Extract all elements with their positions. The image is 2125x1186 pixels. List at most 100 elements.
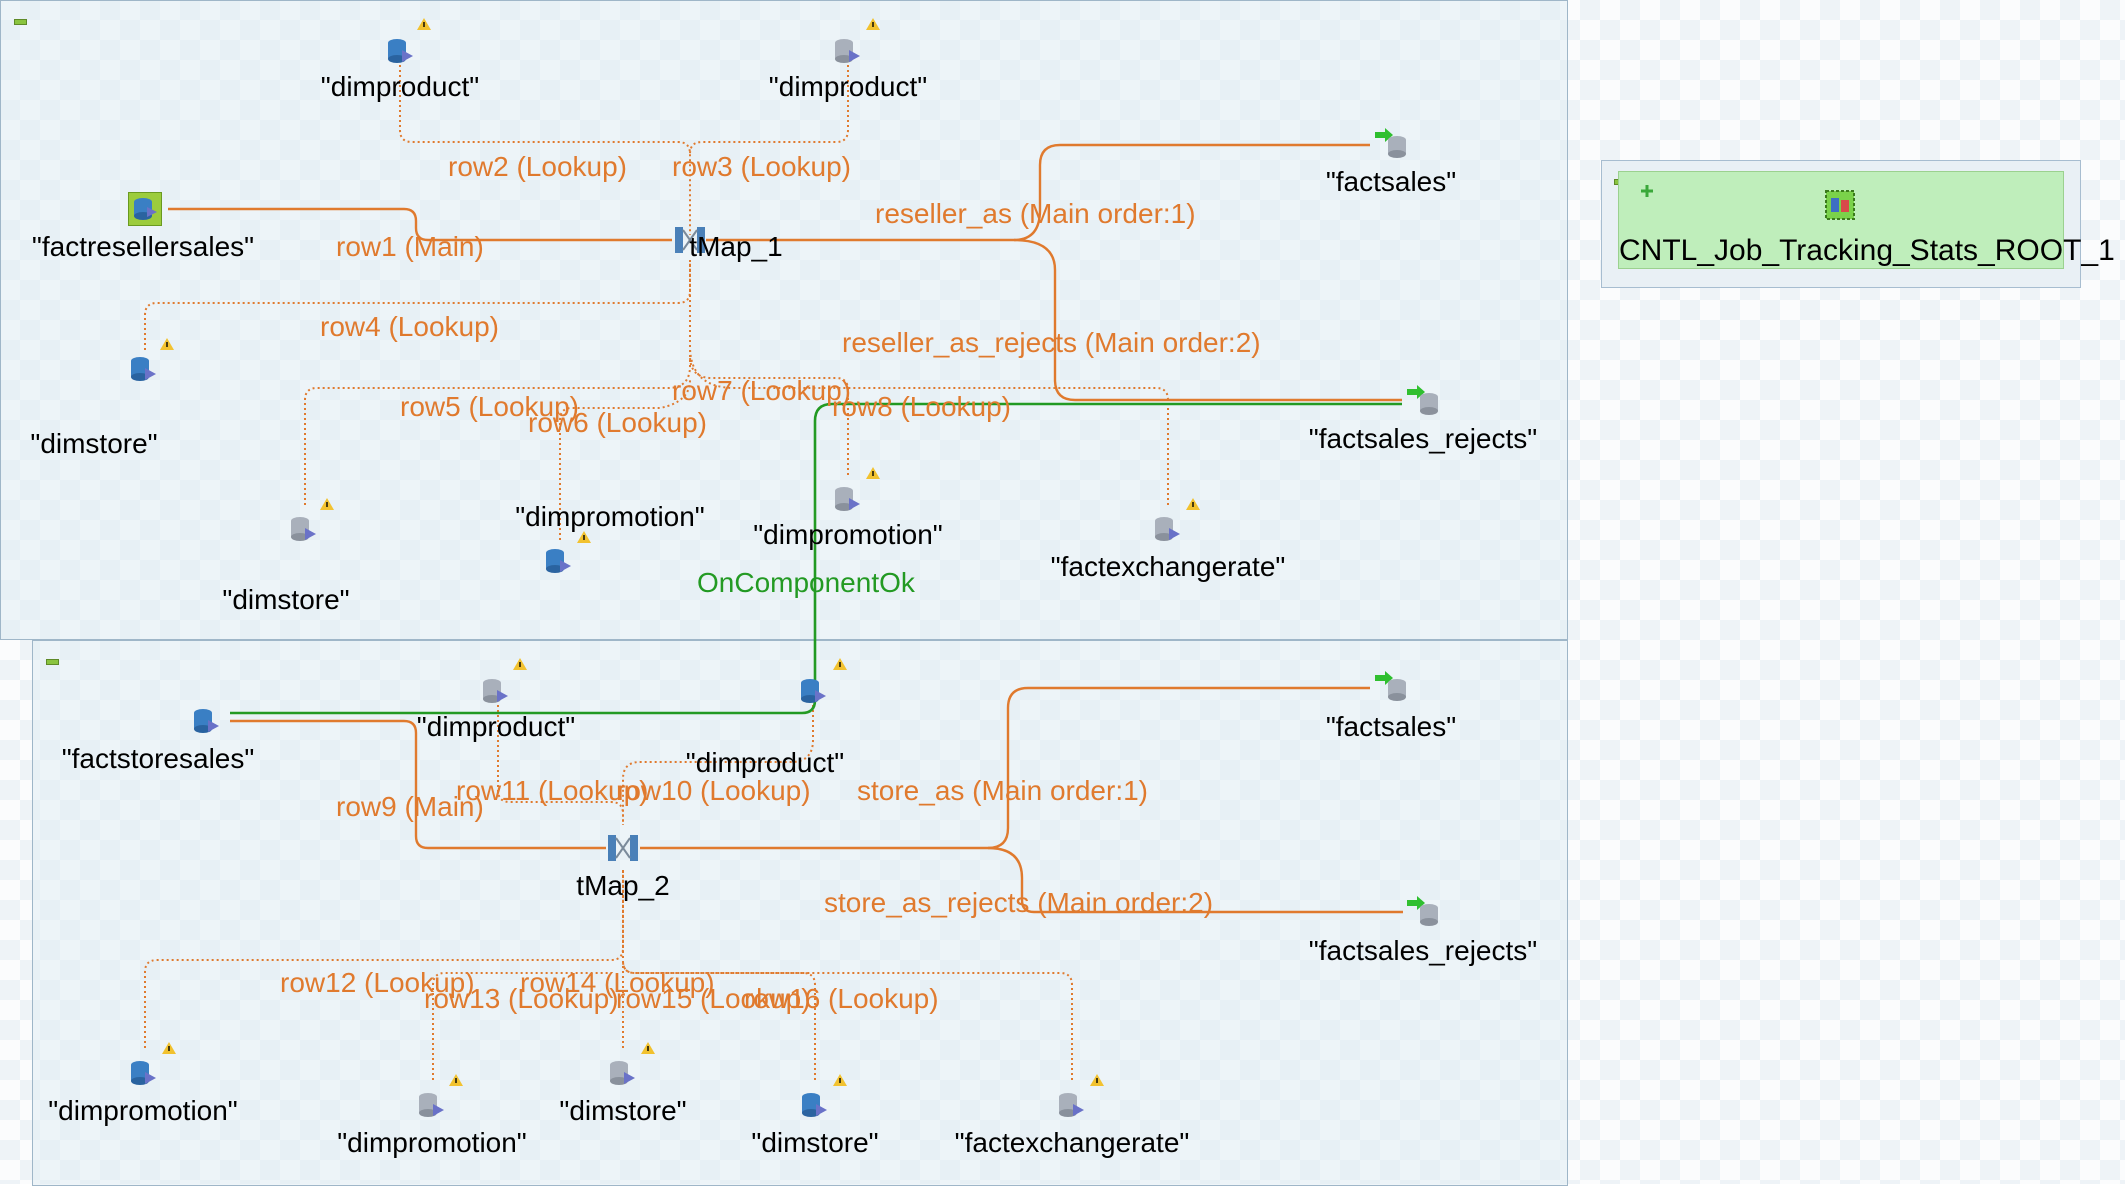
component-label-factexchangerate[interactable]: "factexchangerate" [1050, 551, 1286, 582]
warning-icon [577, 530, 591, 548]
database-input-icon[interactable] [1152, 514, 1184, 546]
link-label-row2[interactable]: row2 (Lookup) [448, 151, 627, 182]
database-output-icon[interactable] [1375, 671, 1409, 703]
database-input-icon[interactable] [128, 192, 162, 226]
component-label-factsales-rejects[interactable]: "factsales_rejects" [1308, 935, 1538, 966]
database-output-icon[interactable] [1375, 128, 1409, 160]
job-tracking-icon[interactable] [1825, 190, 1855, 220]
component-label-dimpromotion[interactable]: "dimpromotion" [337, 1127, 527, 1158]
link-label-store-as-rejects[interactable]: store_as_rejects (Main order:2) [824, 887, 1214, 918]
lookup-link-row12 [144, 870, 624, 1048]
database-input-icon[interactable] [1056, 1090, 1088, 1122]
link-label-row11[interactable]: row11 (Lookup) [456, 775, 649, 806]
component-label-dimproduct[interactable]: "dimproduct" [685, 747, 845, 778]
component-label-dimstore[interactable]: "dimstore" [30, 428, 158, 459]
link-label-row15[interactable]: row15 (Lookup) [616, 983, 811, 1014]
database-input-icon[interactable] [480, 676, 512, 708]
component-label-dimpromotion[interactable]: "dimpromotion" [753, 519, 943, 550]
warning-icon [866, 466, 880, 484]
component-label-dimstore[interactable]: "dimstore" [222, 584, 350, 615]
warning-icon [1186, 497, 1200, 515]
component-label-factsales-rejects[interactable]: "factsales_rejects" [1308, 423, 1538, 454]
component-label-dimstore[interactable]: "dimstore" [751, 1127, 879, 1158]
lookup-link-row16 [622, 960, 1073, 1080]
component-label-dimpromotion[interactable]: "dimpromotion" [48, 1095, 238, 1126]
warning-icon [833, 657, 847, 675]
component-label-dimpromotion[interactable]: "dimpromotion" [515, 501, 705, 532]
database-input-icon[interactable] [128, 1058, 160, 1090]
warning-icon [513, 657, 527, 675]
link-label-reseller-as[interactable]: reseller_as (Main order:1) [875, 198, 1196, 229]
tracking-component[interactable]: CNTL_Job_Tracking_Stats_ROOT_1 [1618, 171, 2115, 269]
database-input-icon[interactable] [832, 484, 864, 516]
database-input-icon[interactable] [832, 36, 864, 68]
tracking-component-label[interactable]: CNTL_Job_Tracking_Stats_ROOT_1 [1619, 234, 2115, 267]
tracking-subjob[interactable]: CNTL_Job_Tracking_Stats_ROOT_1 [1601, 160, 2115, 288]
database-input-icon[interactable] [543, 546, 575, 578]
database-input-icon[interactable] [385, 36, 417, 68]
link-label-row5[interactable]: row5 (Lookup) [400, 391, 579, 422]
link-label-reseller-as-rejects[interactable]: reseller_as_rejects (Main order:2) [842, 327, 1261, 358]
warning-icon [417, 17, 431, 35]
link-label-row8[interactable]: row8 (Lookup) [832, 391, 1011, 422]
subjob-collapse-toggle[interactable] [14, 19, 27, 25]
warning-icon [162, 1041, 176, 1059]
component-label-dimproduct[interactable]: "dimproduct" [320, 71, 480, 102]
lookup-link-row3 [689, 65, 849, 155]
lookup-link-row13 [432, 972, 611, 1080]
link-label-row7[interactable]: row7 (Lookup) [672, 375, 851, 406]
warning-icon [866, 17, 880, 35]
database-output-icon[interactable] [1407, 385, 1441, 417]
trigger-link-oncomponentok [230, 402, 1402, 715]
subjob-collapse-toggle[interactable] [46, 659, 59, 665]
link-label-row3[interactable]: row3 (Lookup) [672, 151, 851, 182]
tmap-icon[interactable] [674, 224, 706, 256]
warning-icon [320, 497, 334, 515]
link-label-row14[interactable]: row14 (Lookup) [520, 967, 715, 998]
component-label-dimproduct[interactable]: "dimproduct" [768, 71, 928, 102]
database-input-icon[interactable] [416, 1090, 448, 1122]
trigger-label-oncomponentok[interactable]: OnComponentOk [697, 567, 915, 598]
main-link-row1 [168, 207, 672, 242]
database-input-icon[interactable] [798, 676, 830, 708]
tmap-icon[interactable] [607, 832, 639, 864]
output-link-store-as [640, 686, 1370, 850]
database-input-icon[interactable] [799, 1090, 831, 1122]
lookup-link-row10 [622, 690, 814, 825]
component-label-dimstore[interactable]: "dimstore" [559, 1095, 687, 1126]
link-label-row13[interactable]: row13 (Lookup) [424, 983, 619, 1014]
lookup-link-row5 [304, 260, 691, 505]
output-link-reseller-as-rejects [1013, 238, 1402, 402]
output-link-reseller-as [706, 143, 1370, 242]
warning-icon [641, 1041, 655, 1059]
database-input-icon[interactable] [607, 1058, 639, 1090]
warning-icon [1090, 1073, 1104, 1091]
database-input-icon[interactable] [288, 514, 320, 546]
component-label-tmap[interactable]: tMap_2 [576, 870, 670, 901]
link-label-row12[interactable]: row12 (Lookup) [280, 967, 475, 998]
component-label-factresellersales[interactable]: "factresellersales" [31, 231, 255, 262]
link-label-row6[interactable]: row6 (Lookup) [528, 407, 707, 438]
component-label-dimproduct[interactable]: "dimproduct" [416, 711, 576, 742]
database-output-icon[interactable] [1407, 896, 1441, 928]
plus-icon[interactable] [1641, 184, 1653, 197]
link-label-row10[interactable]: row10 (Lookup) [616, 775, 811, 806]
subjob-reseller-sales[interactable] [0, 0, 1568, 640]
link-label-store-as[interactable]: store_as (Main order:1) [857, 775, 1149, 806]
component-label-factsales[interactable]: "factsales" [1325, 711, 1457, 742]
link-label-row16[interactable]: row16 (Lookup) [744, 983, 939, 1014]
link-label-row9[interactable]: row9 (Main) [336, 791, 484, 822]
component-label-factstoresales[interactable]: "factstoresales" [61, 743, 255, 774]
component-label-factexchangerate[interactable]: "factexchangerate" [954, 1127, 1190, 1158]
link-label-row1[interactable]: row1 (Main) [336, 231, 484, 262]
component-label-factsales[interactable]: "factsales" [1325, 166, 1457, 197]
database-input-icon[interactable] [191, 706, 223, 738]
component-label-tmap[interactable]: tMap_1 [689, 231, 783, 262]
link-label-row4[interactable]: row4 (Lookup) [320, 311, 499, 342]
main-link-row9 [230, 719, 606, 850]
lookup-link-row8 [689, 345, 1169, 505]
database-input-icon[interactable] [128, 354, 160, 386]
output-link-store-as-rejects [987, 846, 1403, 914]
